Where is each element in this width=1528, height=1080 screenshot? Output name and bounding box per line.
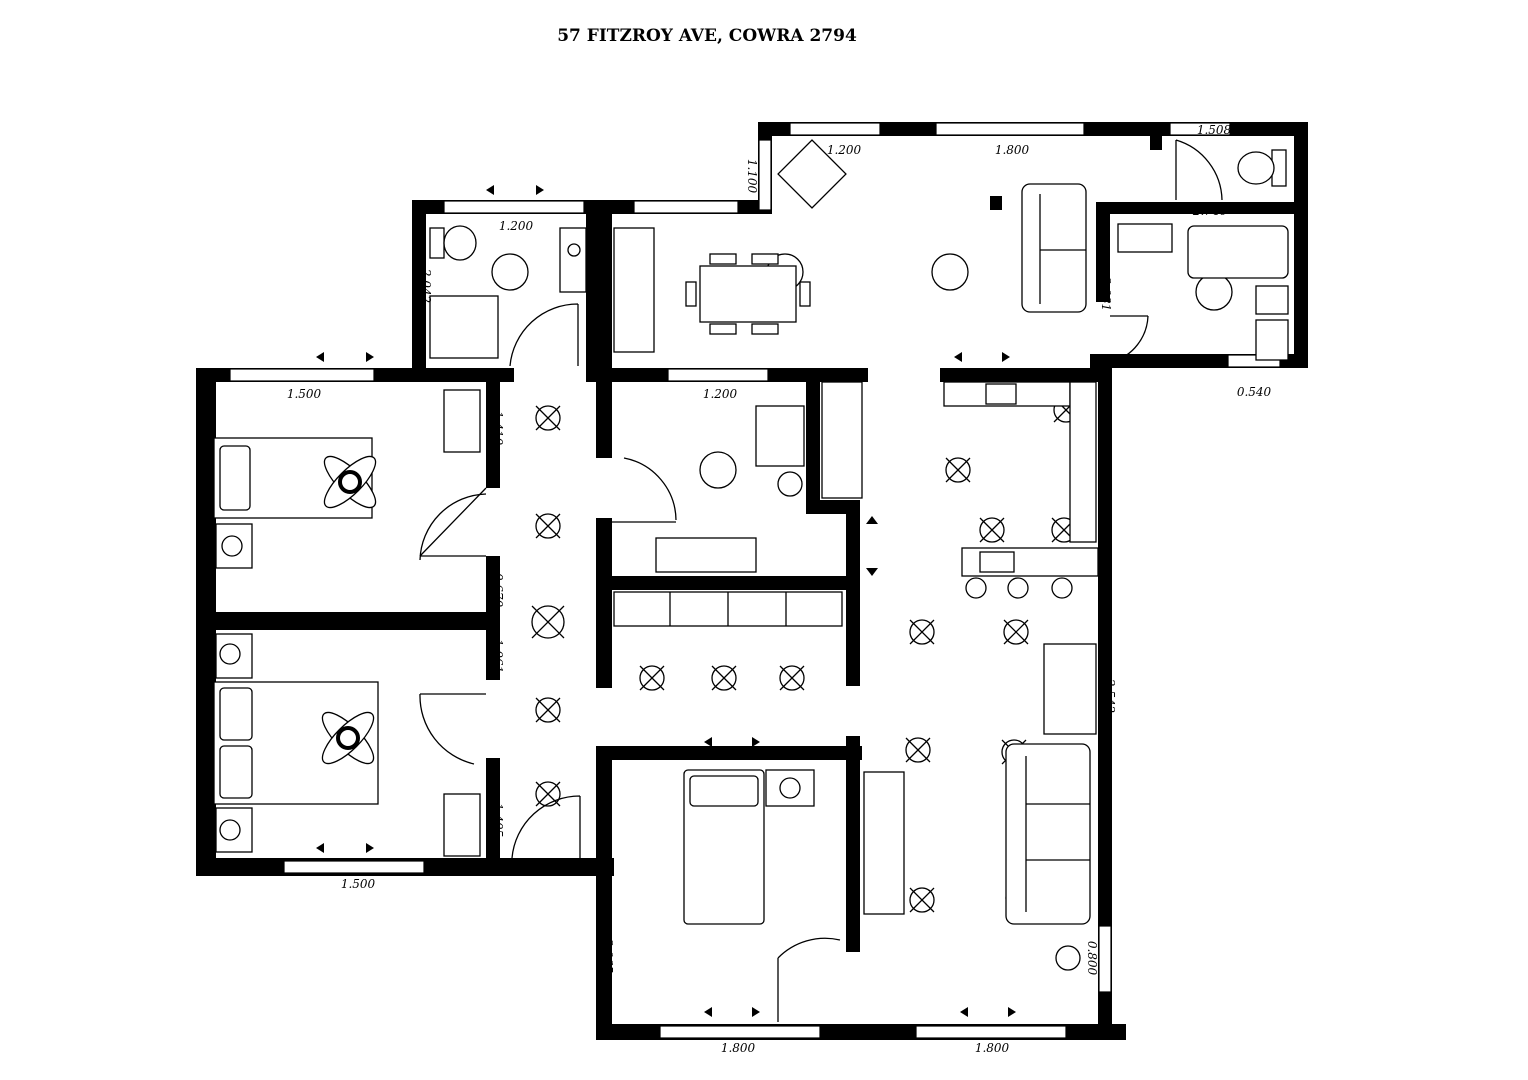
study-desk	[755, 405, 805, 467]
dimension-label: 0.800	[1085, 941, 1099, 976]
basin-icon	[1255, 285, 1289, 315]
dimension-label: 2.065	[601, 938, 615, 973]
toilet-icon	[429, 225, 477, 261]
sink-icon	[979, 551, 1015, 573]
dimension-label: 1.272	[533, 860, 567, 874]
dimension-label: 1.100	[745, 159, 759, 194]
furniture	[213, 139, 1289, 971]
dimension-label: 2.740	[1192, 204, 1228, 218]
dimension-label: 1.500	[341, 877, 376, 891]
dimension-label: 2.042	[419, 268, 433, 303]
doors	[419, 139, 1223, 1022]
sofa-icon	[1021, 183, 1087, 313]
dimension-label: 0.670	[491, 573, 505, 608]
dimension-label: 3.138	[719, 577, 754, 591]
vanity	[1117, 223, 1173, 253]
dimension-label: 3.056	[201, 479, 215, 514]
dimension-label: 3.016	[201, 729, 215, 764]
dimension-label: 1.800	[975, 1041, 1010, 1055]
bookshelf	[655, 537, 757, 573]
ceiling-fan-icon	[323, 455, 377, 509]
desk	[443, 793, 481, 857]
dimension-label: 1.405	[491, 803, 505, 837]
dimension-label: 1.500	[287, 387, 322, 401]
toilet-icon	[1237, 149, 1287, 187]
sofa-icon	[1005, 743, 1091, 925]
bed-icon	[683, 769, 765, 925]
dimension-label: 1.061	[491, 639, 505, 673]
ceiling-fan-icon	[321, 711, 375, 765]
dimension-label: 1.200	[703, 387, 738, 401]
dimension-label: 1.508	[1197, 123, 1232, 137]
desk	[443, 389, 481, 453]
dimension-label: 0.540	[1237, 385, 1272, 399]
bedside-table	[765, 769, 815, 807]
dimension-label: 1.200	[499, 219, 534, 233]
window-arrows	[316, 185, 1016, 1017]
shower-icon	[429, 295, 499, 359]
dimension-label: 1.410	[491, 411, 505, 446]
tv-unit	[863, 771, 905, 915]
dimension-label: 2.042	[599, 268, 613, 303]
dimension-label: 2.081	[1099, 276, 1113, 311]
wardrobe-icon	[613, 591, 843, 627]
side-table	[777, 139, 847, 209]
sideboard	[613, 227, 655, 353]
bedside-table	[215, 807, 253, 853]
dimension-label: 2.542	[1103, 678, 1117, 713]
fridge	[1043, 643, 1097, 735]
dimension-label: 1.800	[721, 1041, 756, 1055]
cooktop-icon	[985, 383, 1017, 405]
bedside-table	[215, 633, 253, 679]
dining-table-icon	[685, 253, 811, 335]
basin-icon	[559, 227, 587, 293]
bathtub-icon	[1187, 225, 1289, 279]
cabinet	[1255, 319, 1289, 361]
dimension-label: 1.800	[995, 143, 1030, 157]
plan-title: 57 FITZROY AVE, COWRA 2794	[557, 26, 857, 46]
windows	[229, 122, 1281, 1039]
fridge	[821, 381, 863, 499]
dimension-labels: 1.200 1.800 1.508 1.100 1.200 2.042 2.04…	[201, 123, 1272, 1055]
dimension-label: 3.581	[329, 615, 363, 629]
dimension-label: 1.200	[827, 143, 862, 157]
